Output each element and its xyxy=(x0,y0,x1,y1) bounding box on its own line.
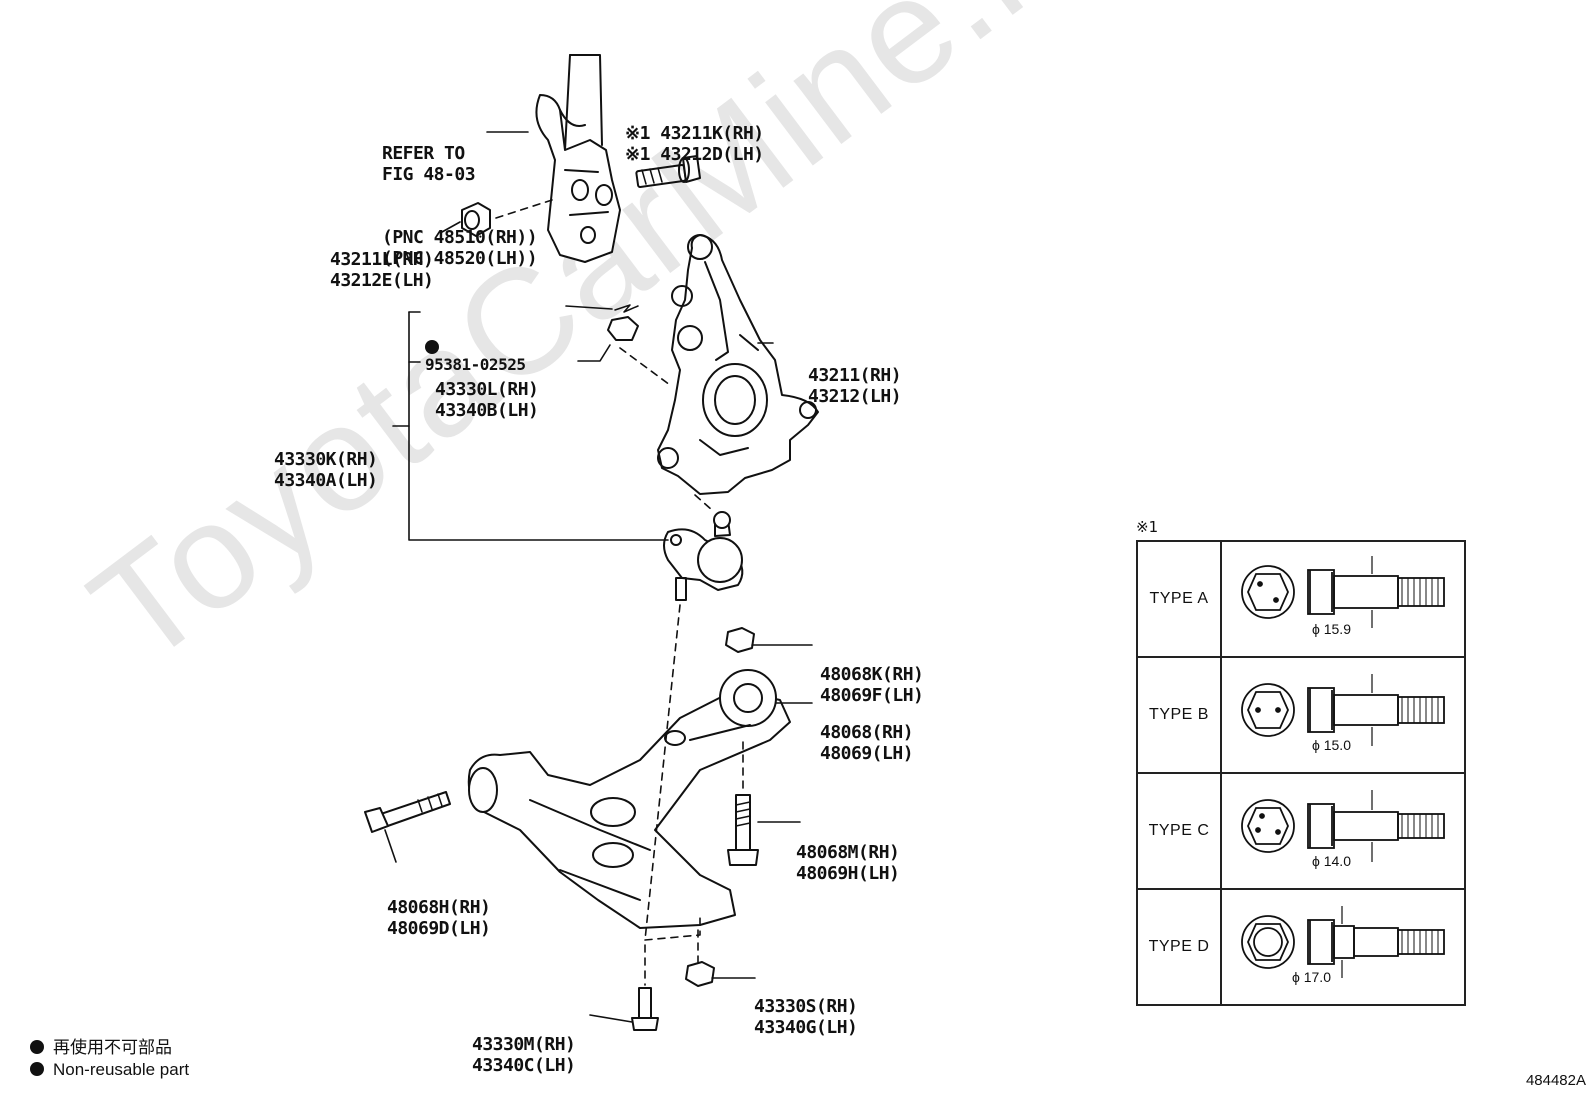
steering-knuckle-part xyxy=(657,234,819,495)
bottom-nut-part xyxy=(685,961,715,987)
diameter-label: ϕ 17.0 xyxy=(1292,969,1331,985)
table-row: TYPE B ϕ 15.0 xyxy=(1136,656,1466,774)
label-arm-nut: 48068K(RH)48069F(LH) xyxy=(820,664,924,706)
bolt-type-table: TYPE A ϕ 15.9 TYPE B ϕ 15.0 xyxy=(1136,540,1466,1006)
non-reusable-dot-icon xyxy=(30,1062,44,1076)
label-arm-bolt-left: 48068H(RH)48069D(LH) xyxy=(387,897,491,939)
label-ball-joint: 43330K(RH)43340A(LH) xyxy=(274,449,378,491)
note-mark: ※1 xyxy=(1136,518,1159,536)
ball-joint-part xyxy=(663,511,744,601)
label-knuckle: 43211(RH)43212(LH) xyxy=(808,365,902,407)
label-arm-bolt-right: 48068M(RH)48069H(LH) xyxy=(796,842,900,884)
label-lower-arm: 48068(RH)48069(LH) xyxy=(820,722,914,764)
bolt-diagram-cell: ϕ 14.0 xyxy=(1220,772,1466,890)
type-name: TYPE C xyxy=(1136,772,1222,890)
bolt-diagram-cell: ϕ 15.9 xyxy=(1220,540,1466,658)
lower-control-arm-part xyxy=(467,669,791,929)
bolt-diagram-cell: ϕ 15.0 xyxy=(1220,656,1466,774)
leader-lines xyxy=(384,131,813,1023)
legend-jp: 再使用不可部品 xyxy=(30,1033,172,1058)
bolt-type-c-icon xyxy=(1241,790,1445,862)
legend-en: Non-reusable part xyxy=(30,1060,189,1080)
castle-nut-part xyxy=(607,304,639,341)
label-cotter-pin: 95381-02525 xyxy=(425,298,526,375)
bolt-type-b-icon xyxy=(1241,674,1445,746)
bolt-type-d-icon xyxy=(1241,906,1445,978)
label-ball-nut: 43330L(RH)43340B(LH) xyxy=(435,379,539,421)
bolt-type-a-icon xyxy=(1241,556,1445,628)
type-name: TYPE B xyxy=(1136,656,1222,774)
bottom-bolt-part xyxy=(631,987,659,1031)
label-top-nut: 43211L(RH)43212E(LH) xyxy=(330,249,434,291)
top-nut-part xyxy=(461,202,491,237)
top-bolt-part xyxy=(635,155,701,189)
arm-bolt-right-part xyxy=(727,794,759,866)
table-row: TYPE A ϕ 15.9 xyxy=(1136,540,1466,658)
assembly-lines xyxy=(495,199,744,986)
type-name: TYPE D xyxy=(1136,888,1222,1006)
bolt-diagram-cell: ϕ 17.0 xyxy=(1220,888,1466,1006)
arm-bolt-left-part xyxy=(364,791,451,833)
table-row: TYPE C ϕ 14.0 xyxy=(1136,772,1466,890)
non-reusable-dot-icon xyxy=(30,1040,44,1054)
table-row: TYPE D ϕ 17.0 xyxy=(1136,888,1466,1006)
type-name: TYPE A xyxy=(1136,540,1222,658)
diameter-label: ϕ 14.0 xyxy=(1312,853,1351,869)
figure-id: 484482A xyxy=(1525,1072,1586,1089)
label-bottom-nut: 43330S(RH)43340G(LH) xyxy=(754,996,858,1038)
strut-part xyxy=(535,54,621,263)
label-bottom-bolt: 43330M(RH)43340C(LH) xyxy=(472,1034,576,1076)
arm-nut-part xyxy=(725,627,755,653)
diameter-label: ϕ 15.0 xyxy=(1312,737,1351,753)
non-reusable-dot-icon xyxy=(425,340,439,354)
diameter-label: ϕ 15.9 xyxy=(1312,621,1351,637)
label-top-bolt: ※1 43211K(RH)※1 43212D(LH) xyxy=(625,123,764,165)
